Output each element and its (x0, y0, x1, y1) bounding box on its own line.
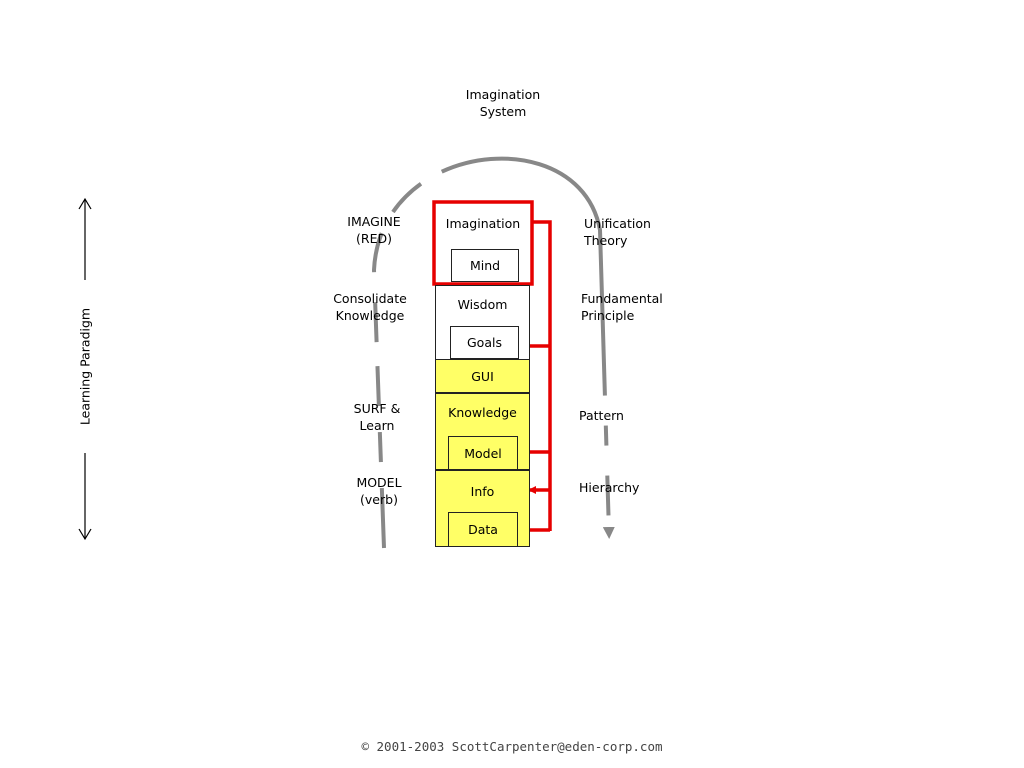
info-label: Info (470, 484, 495, 499)
learning-paradigm-label: Learning Paradigm (77, 307, 93, 426)
knowledge-label: Knowledge (448, 405, 517, 420)
right-label-hierarchy: Hierarchy (579, 480, 640, 495)
imagination-label: Imagination (445, 216, 521, 231)
mind-label: Mind (469, 258, 501, 273)
imagination-frame (432, 200, 534, 286)
left-label-surf: SURF &Learn (353, 401, 401, 433)
copyright-footer: © 2001-2003 ScottCarpenter@eden-corp.com (361, 739, 663, 754)
red-connector-top (532, 220, 552, 531)
mind-box: Mind (451, 249, 519, 282)
left-label-model: MODEL(verb) (356, 475, 402, 507)
right-label-pattern: Pattern (579, 408, 624, 423)
imagination-cycle-arc (371, 156, 615, 549)
goals-box: Goals (450, 326, 519, 359)
data-box: Data (448, 512, 518, 547)
data-label: Data (468, 522, 498, 537)
left-label-imagine: IMAGINE(RED) (347, 214, 401, 246)
gui-box: GUI (435, 359, 530, 393)
goals-label: Goals (467, 335, 502, 350)
wisdom-label: Wisdom (457, 297, 508, 312)
model-box: Model (448, 436, 518, 470)
gui-label: GUI (471, 368, 494, 384)
model-label: Model (464, 445, 502, 461)
